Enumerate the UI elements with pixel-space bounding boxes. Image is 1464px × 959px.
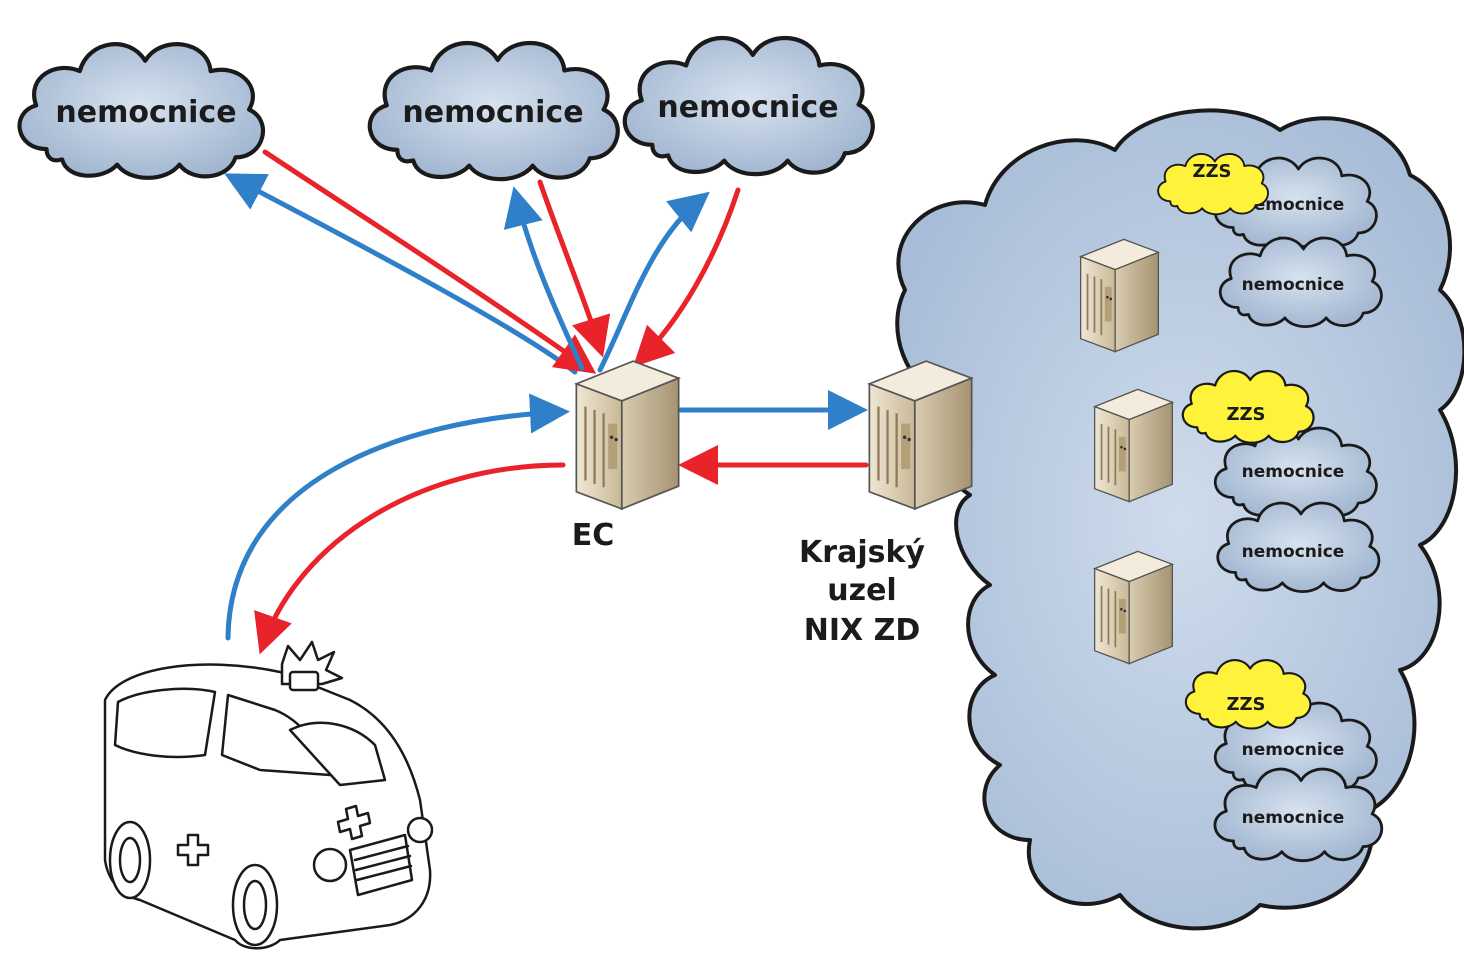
small-hospital-5: nemocnice: [1213, 701, 1378, 794]
regional-cloud: [895, 108, 1464, 931]
regional-server-2: [1093, 388, 1174, 503]
arrow-hospital-2-to-ec: [537, 179, 611, 358]
small-hospital-6: nemocnice: [1213, 767, 1384, 863]
regional-server-1: [1079, 238, 1160, 353]
arrow-ec-to-ambulance: [254, 462, 566, 655]
zzs-cloud-1: ZZS: [1157, 152, 1270, 216]
small-hospital-2-label: nemocnice: [1242, 275, 1345, 295]
ambulance-icon: [103, 640, 434, 950]
small-hospital-1: nemocnice: [1213, 156, 1378, 249]
arrow-ec-to-hospital-1: [224, 173, 578, 375]
hospital-cloud-2-label: nemocnice: [402, 95, 583, 130]
arrow-hospital-3-to-ec: [632, 187, 741, 368]
connections: [224, 149, 869, 655]
zzs-cloud-3-label: ZZS: [1226, 694, 1265, 715]
hospital-cloud-3: nemocnice: [625, 38, 873, 174]
regional-node-label-line-2: uzel: [827, 573, 896, 608]
hospital-cloud-1: nemocnice: [20, 44, 263, 178]
zzs-cloud-2: ZZS: [1181, 369, 1315, 444]
small-hospital-1-label: nemocnice: [1242, 195, 1345, 215]
arrow-hospital-1-to-ec: [262, 149, 597, 374]
small-hospital-3: nemocnice: [1213, 426, 1378, 519]
regional-node-server: [868, 359, 973, 511]
zzs-cloud-2-label: ZZS: [1226, 404, 1265, 425]
hospital-cloud-1-label: nemocnice: [55, 95, 236, 130]
small-hospital-6-label: nemocnice: [1242, 808, 1345, 828]
ec-label: EC: [572, 518, 615, 553]
small-hospital-2: nemocnice: [1218, 236, 1383, 329]
arrow-ec-to-hospital-3: [597, 191, 710, 373]
small-hospital-4: nemocnice: [1216, 501, 1381, 594]
regional-node-label-line-1: Krajský: [799, 535, 925, 570]
small-hospital-5-label: nemocnice: [1242, 740, 1345, 760]
zzs-cloud-1-label: ZZS: [1192, 161, 1231, 182]
arrow-ambulance-to-ec: [225, 393, 570, 641]
ec-server: [575, 359, 680, 511]
regional-node-label-line-3: NIX ZD: [804, 613, 921, 648]
zzs-cloud-3: ZZS: [1184, 658, 1312, 730]
hospital-cloud-2: nemocnice: [370, 43, 618, 179]
hospital-cloud-3-label: nemocnice: [657, 90, 838, 125]
small-hospital-3-label: nemocnice: [1242, 462, 1345, 482]
small-hospital-4-label: nemocnice: [1242, 542, 1345, 562]
regional-server-3: [1093, 550, 1174, 665]
